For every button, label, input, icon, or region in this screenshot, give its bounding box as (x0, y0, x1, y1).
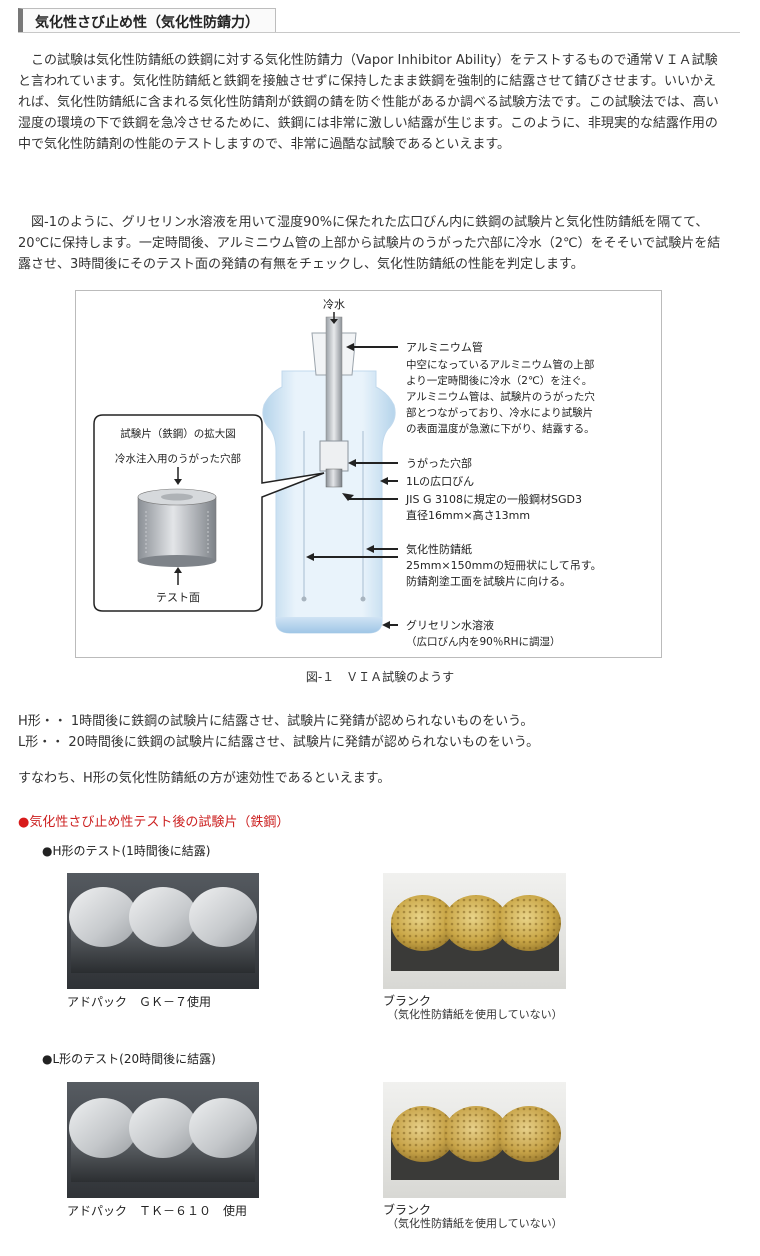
photo-note-blank-l: （気化性防錆紙を使用していない） (387, 1217, 563, 1230)
paper-label-1: 気化性防錆紙 (406, 542, 472, 556)
l-grade-definition: L形・・ 20時間後に鉄鋼の試験片に結露させ、試験片に発錆が認められないものをい… (18, 735, 540, 750)
arrow-bottle (380, 477, 388, 485)
aluminum-desc-2: より一定時間後に冷水（2℃）を注ぐ。 (406, 374, 592, 387)
inset-hole-label: 冷水注入用のうがった穴部 (115, 452, 241, 465)
aluminum-title: アルミニウム管 (406, 340, 483, 354)
inset-cylinder (137, 496, 217, 562)
h-test-heading: ●H形のテスト(1時間後に結露) (42, 844, 211, 858)
arrow-paper-left (306, 553, 314, 561)
title-divider (18, 32, 740, 33)
bottle-label: 1Lの広口びん (406, 475, 474, 488)
l-test-heading: ●L形のテスト(20時間後に結露) (42, 1052, 216, 1066)
aluminum-desc-3: アルミニウム管は、試験片のうがった穴 (406, 390, 595, 403)
h-grade-definition: H形・・ 1時間後に鉄鋼の試験片に結露させ、試験片に発錆が認められないものをいう… (18, 714, 534, 729)
photo-tk610-steel-pieces (67, 1082, 259, 1198)
arrow-paper-right (366, 545, 374, 553)
paper-label-2: 25mm×150mmの短冊状にして吊す。 (406, 558, 602, 572)
arrow-steel (342, 493, 354, 501)
red-bullet-icon: ● (18, 815, 30, 830)
inset-title: 試験片（鉄鋼）の拡大図 (120, 427, 236, 440)
photo-note-blank-h: （気化性防錆紙を使用していない） (387, 1008, 563, 1021)
cold-water-label: 冷水 (323, 298, 345, 311)
photo-label-blank-h: ブランク (383, 994, 432, 1008)
photo-label-gk7: アドパック ＧＫ－７使用 (67, 995, 212, 1009)
paper-label-3: 防錆剤塗工面を試験片に向ける。 (406, 574, 571, 588)
via-test-figure: 冷水 アルミニウム管 中空になっているアルミニウム管の上部 より一定時間後に冷水… (75, 290, 662, 658)
aluminum-desc-5: の表面温度が急激に下がり、結露する。 (406, 422, 595, 435)
arrow-aluminum (346, 343, 354, 351)
page-title: 気化性さび止め性（気化性防錆力） (35, 15, 259, 31)
section-title-box: 気化性さび止め性（気化性防錆力） (18, 8, 276, 33)
intro-paragraph-1: この試験は気化性防錆紙の鉄鋼に対する気化性防錆力（Vapor Inhibitor… (18, 53, 719, 152)
glycerin-label-2: （広口びん内を90％RHに調湿） (406, 635, 561, 648)
photo-blank-rusted-h (383, 873, 566, 989)
hole-label: うがった穴部 (406, 456, 472, 470)
arrow-hole (348, 459, 356, 467)
via-test-diagram: 冷水 アルミニウム管 中空になっているアルミニウム管の上部 より一定時間後に冷水… (93, 298, 602, 648)
glycerin-solution (276, 617, 382, 633)
intro-paragraph-2: 図-1のように、グリセリン水溶液を用いて湿度90%に保たれた広口びん内に鉄鋼の試… (18, 215, 721, 272)
test-piece (325, 468, 343, 488)
results-heading-text: 気化性さび止め性テスト後の試験片（鉄鋼） (29, 815, 290, 830)
glycerin-label-1: グリセリン水溶液 (406, 618, 494, 632)
figure-caption: 図-１ ＶＩＡ試験のようす (305, 670, 455, 684)
photo-blank-rusted-l (383, 1082, 566, 1198)
hole-fitting (319, 440, 349, 472)
inset-test-label: テスト面 (156, 591, 200, 604)
photo-gk7-steel-pieces (67, 873, 259, 989)
steel-label-2: 直径16mm×高さ13mm (406, 508, 530, 522)
aluminum-desc-4: 部とつながっており、冷水により試験片 (406, 406, 593, 419)
aluminum-desc-1: 中空になっているアルミニウム管の上部 (406, 358, 594, 371)
photo-label-blank-l: ブランク (383, 1203, 432, 1217)
arrow-glycerin (382, 621, 390, 629)
grade-summary: すなわち、H形の気化性防錆紙の方が速効性であるといえます。 (18, 771, 391, 786)
steel-label-1: JIS G 3108に規定の一般鋼材SGD3 (405, 492, 582, 506)
photo-label-tk610: アドパック ＴＫ－６１０ 使用 (67, 1204, 248, 1218)
results-heading: ●気化性さび止め性テスト後の試験片（鉄鋼） (18, 811, 289, 830)
